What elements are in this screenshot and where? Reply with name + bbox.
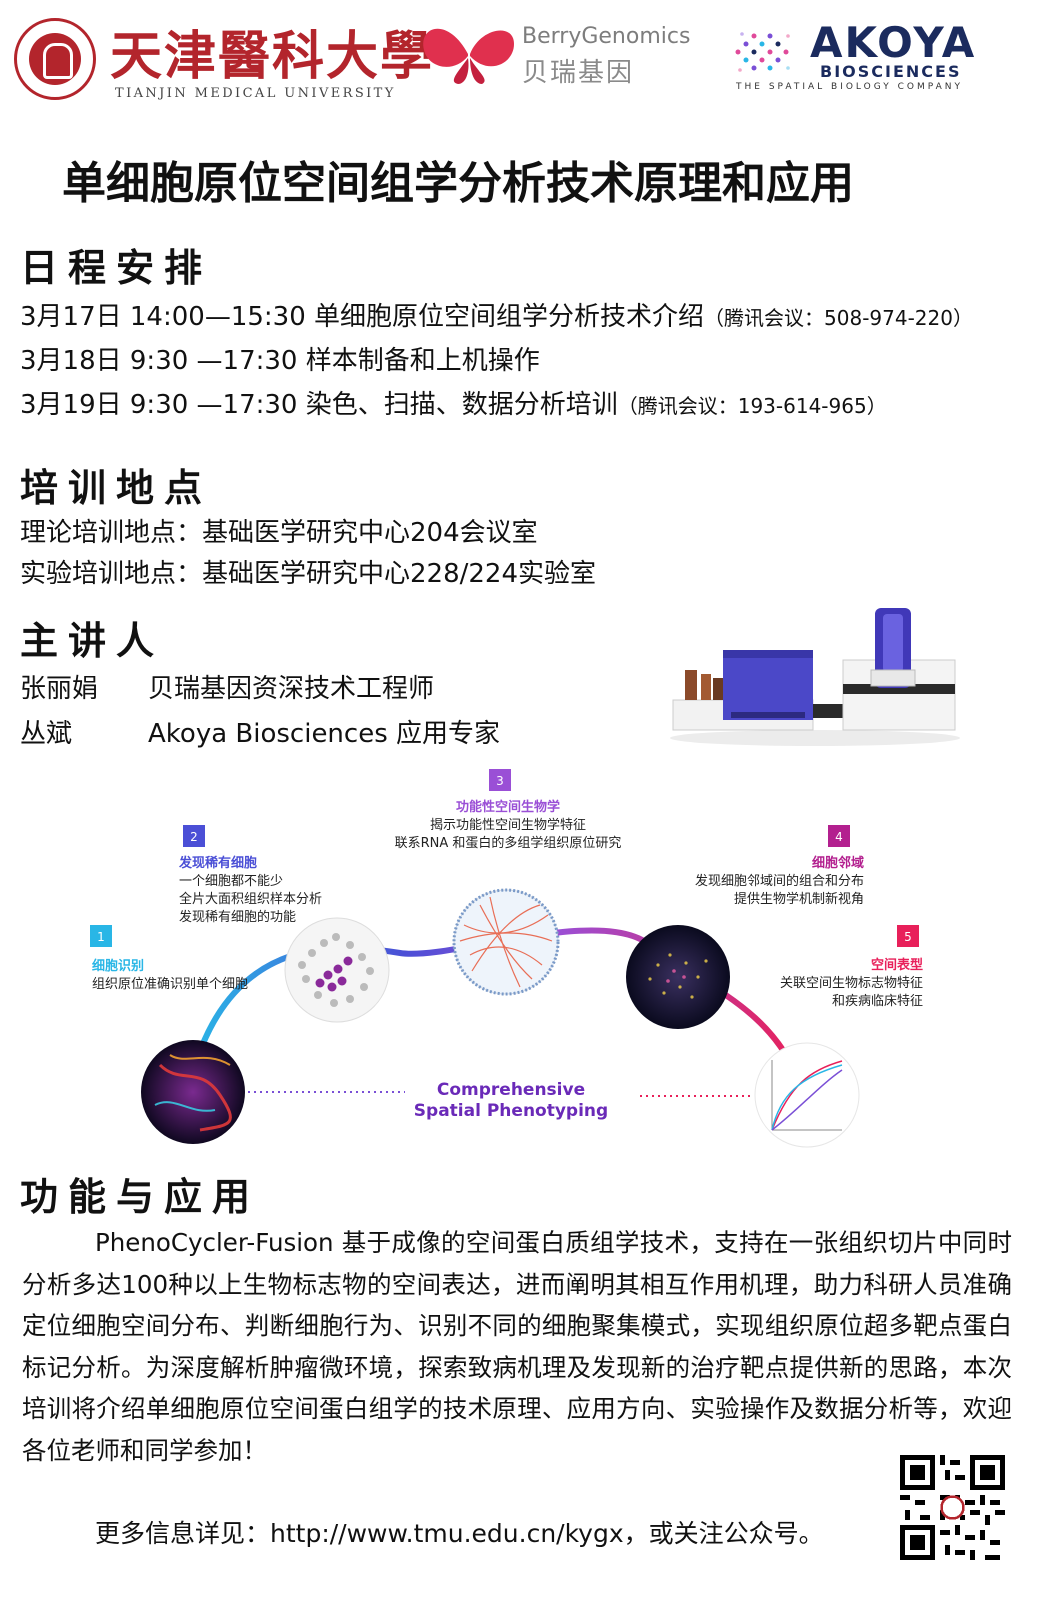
akoya-dots-icon xyxy=(735,32,790,72)
step-line: 一个细胞都不能少 xyxy=(179,874,283,889)
step-line: 关联空间生物标志物特征 xyxy=(780,976,923,991)
schedule-item-note: （腾讯会议：193-614-965） xyxy=(617,394,887,418)
page-title: 单细胞原位空间组学分析技术原理和应用 xyxy=(62,158,854,209)
application-body: PhenoCycler-Fusion 基于成像的空间蛋白质组学技术，支持在一张组… xyxy=(22,1228,1012,1465)
schedule-item-text: 3月17日 14:00—15:30 单细胞原位空间组学分析技术介绍 xyxy=(20,302,705,332)
step-number: 1 xyxy=(97,930,105,944)
tmu-seal-icon xyxy=(14,18,96,100)
step-badge xyxy=(897,925,919,947)
step-line: 组织原位准确识别单个细胞 xyxy=(92,977,248,992)
akoya-tagline: THE SPATIAL BIOLOGY COMPANY xyxy=(736,82,963,92)
location-heading: 培训地点 xyxy=(20,466,213,510)
tmu-name-cn: 天津醫科大學 xyxy=(110,26,435,87)
step-number: 3 xyxy=(496,774,504,788)
berry-name-cn: 贝瑞基因 xyxy=(522,58,635,88)
step-title: 细胞邻域 xyxy=(812,855,864,871)
step-title: 功能性空间生物学 xyxy=(456,799,560,815)
step-badge xyxy=(183,825,205,847)
step-title: 空间表型 xyxy=(871,957,923,973)
step-line: 和疾病临床特征 xyxy=(832,994,923,1009)
step-line: 发现稀有细胞的功能 xyxy=(179,909,296,925)
instrument-image xyxy=(670,608,960,746)
step-number: 4 xyxy=(835,830,843,844)
speaker-name: 张丽娟 xyxy=(20,674,99,704)
more-info-text: 更多信息详见：http://www.tmu.edu.cn/kygx，或关注公众号… xyxy=(95,1519,824,1548)
akoya-logo: AKOYA BIOSCIENCES THE SPATIAL BIOLOGY CO… xyxy=(728,18,1028,98)
speaker-role: 贝瑞基因资深技术工程师 xyxy=(148,674,435,704)
qr-code-icon[interactable] xyxy=(900,1455,1005,1560)
step-badge xyxy=(489,769,511,791)
spatial-phenotyping-diagram: Comprehensive Spatial Phenotyping 1 细胞识别… xyxy=(90,769,923,1148)
center-label-line1: Comprehensive xyxy=(437,1080,585,1100)
tmu-logo: 天津醫科大學 TIANJIN MEDICAL UNIVERSITY xyxy=(10,14,432,104)
schedule-item-text: 3月19日 9:30 —17:30 染色、扫描、数据分析培训 xyxy=(20,390,618,420)
tissue-image-circle xyxy=(141,1040,245,1144)
step-number: 2 xyxy=(190,830,198,844)
schedule-item: 3月17日 14:00—15:30 单细胞原位空间组学分析技术介绍（腾讯会议：5… xyxy=(20,296,973,333)
step-line: 提供生物学机制新视角 xyxy=(734,891,864,907)
center-label-line2: Spatial Phenotyping xyxy=(414,1101,608,1121)
step-number: 5 xyxy=(904,930,912,944)
speakers-heading: 主讲人 xyxy=(20,619,165,663)
schedule-item-note: （腾讯会议：508-974-220） xyxy=(704,306,973,330)
location-theory: 理论培训地点：基础医学研究中心204会议室 xyxy=(20,518,538,548)
step-title: 发现稀有细胞 xyxy=(178,855,257,871)
schedule-item: 3月19日 9:30 —17:30 染色、扫描、数据分析培训（腾讯会议：193-… xyxy=(20,384,887,421)
tmu-name-en: TIANJIN MEDICAL UNIVERSITY xyxy=(115,86,396,101)
schedule-item-text: 3月18日 9:30 —17:30 样本制备和上机操作 xyxy=(20,346,540,376)
step-badge xyxy=(828,825,850,847)
berry-genomics-logo: BerryGenomics 贝瑞基因 xyxy=(418,16,718,96)
step-line: 联系RNA 和蛋白的多组学组织原位研究 xyxy=(395,835,622,851)
step-title: 细胞识别 xyxy=(92,958,144,974)
berry-butterfly-icon xyxy=(423,28,514,84)
akoya-name: AKOYA xyxy=(810,18,977,67)
schedule-item: 3月18日 9:30 —17:30 样本制备和上机操作 xyxy=(20,340,540,377)
step-badge xyxy=(90,925,112,947)
step-line: 全片大面积组织样本分析 xyxy=(179,891,322,907)
location-lab: 实验培训地点：基础医学研究中心228/224实验室 xyxy=(20,559,597,589)
berry-name-en: BerryGenomics xyxy=(522,24,691,49)
speaker-name: 丛斌 xyxy=(20,719,73,749)
step-line: 发现细胞邻域间的组合和分布 xyxy=(695,873,864,889)
speaker-role: Akoya Biosciences 应用专家 xyxy=(148,719,501,749)
schedule-heading: 日程安排 xyxy=(20,246,213,290)
step-line: 揭示功能性空间生物学特征 xyxy=(430,817,586,833)
akoya-sub: BIOSCIENCES xyxy=(820,62,962,81)
application-heading: 功能与应用 xyxy=(20,1175,261,1219)
